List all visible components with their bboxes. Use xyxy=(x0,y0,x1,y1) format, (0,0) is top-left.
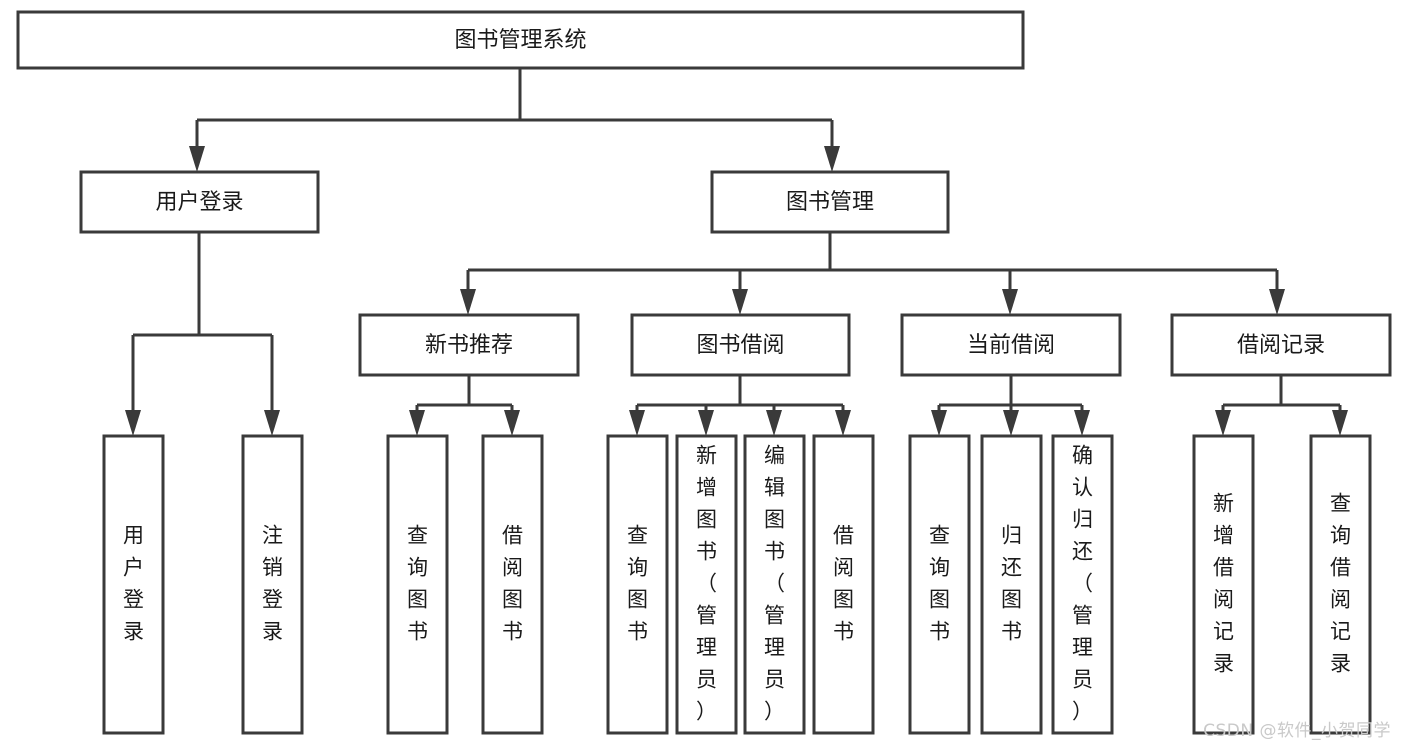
node-label: 新增借阅记录 xyxy=(1213,492,1234,676)
node-box xyxy=(675,434,738,735)
node-box xyxy=(358,313,580,377)
node-box xyxy=(1170,313,1392,377)
nodes-layer: 图书管理系统用户登录图书管理新书推荐图书借阅当前借阅借阅记录用户登录注销登录查询… xyxy=(16,10,1392,735)
node-box xyxy=(900,313,1122,377)
node-box xyxy=(1309,434,1372,735)
node-label: 借阅记录 xyxy=(1237,333,1325,358)
node-leaf-cur-query-book[interactable]: 查询图书 xyxy=(908,434,971,735)
connector-root xyxy=(189,68,840,172)
node-book-manage[interactable]: 图书管理 xyxy=(710,170,950,234)
connector-borrow-record xyxy=(1215,375,1348,436)
node-label: 借阅图书 xyxy=(502,524,523,644)
connector-book-manage xyxy=(460,232,1285,315)
connector-book-borrow xyxy=(629,375,851,436)
node-leaf-borrow-edit-book[interactable]: 编辑图书（管理员） xyxy=(743,434,806,735)
node-user-login[interactable]: 用户登录 xyxy=(79,170,320,234)
node-label: 注销登录 xyxy=(262,524,283,644)
node-label: 编辑图书（管理员） xyxy=(764,444,785,724)
node-leaf-borrow-add-book[interactable]: 新增图书（管理员） xyxy=(675,434,738,735)
node-box xyxy=(386,434,449,735)
node-box xyxy=(606,434,669,735)
node-label: 当前借阅 xyxy=(967,333,1055,358)
connectors-layer xyxy=(125,68,1348,436)
node-box xyxy=(1192,434,1255,735)
node-new-book-recommend[interactable]: 新书推荐 xyxy=(358,313,580,377)
node-box xyxy=(241,434,304,735)
node-box xyxy=(908,434,971,735)
node-box xyxy=(79,170,320,234)
node-label: 图书借阅 xyxy=(696,333,784,358)
node-label: 查询图书 xyxy=(929,524,950,644)
node-box xyxy=(812,434,875,735)
connector-current-borrow xyxy=(931,375,1090,436)
node-leaf-user-login[interactable]: 用户登录 xyxy=(102,434,165,735)
node-label: 图书管理 xyxy=(786,190,874,215)
node-box xyxy=(102,434,165,735)
node-box xyxy=(1051,434,1114,735)
node-leaf-borrow-query-book[interactable]: 查询图书 xyxy=(606,434,669,735)
node-root[interactable]: 图书管理系统 xyxy=(16,10,1025,70)
node-box xyxy=(481,434,544,735)
connector-user-login xyxy=(125,232,280,436)
node-leaf-cur-confirm-return[interactable]: 确认归还（管理员） xyxy=(1051,434,1114,735)
node-leaf-rec-query-record[interactable]: 查询借阅记录 xyxy=(1309,434,1372,735)
node-leaf-rec-borrow-book[interactable]: 借阅图书 xyxy=(481,434,544,735)
connector-new-book-recommend xyxy=(409,375,520,436)
node-label: 查询图书 xyxy=(627,524,648,644)
node-label: 用户登录 xyxy=(155,190,243,215)
node-label: 图书管理系统 xyxy=(454,28,586,53)
node-box xyxy=(980,434,1043,735)
node-label: 用户登录 xyxy=(123,524,144,644)
node-label: 查询图书 xyxy=(407,524,428,644)
node-box xyxy=(710,170,950,234)
node-leaf-borrow-lend-book[interactable]: 借阅图书 xyxy=(812,434,875,735)
node-label: 归还图书 xyxy=(1001,524,1022,644)
node-current-borrow[interactable]: 当前借阅 xyxy=(900,313,1122,377)
node-box xyxy=(630,313,851,377)
node-label: 借阅图书 xyxy=(833,524,854,644)
node-leaf-cur-return-book[interactable]: 归还图书 xyxy=(980,434,1043,735)
node-label: 新增图书（管理员） xyxy=(696,444,717,724)
node-label: 查询借阅记录 xyxy=(1330,492,1351,676)
node-leaf-user-logout[interactable]: 注销登录 xyxy=(241,434,304,735)
node-leaf-rec-add-record[interactable]: 新增借阅记录 xyxy=(1192,434,1255,735)
node-borrow-record[interactable]: 借阅记录 xyxy=(1170,313,1392,377)
node-box xyxy=(16,10,1025,70)
node-box xyxy=(743,434,806,735)
node-label: 新书推荐 xyxy=(425,333,513,358)
node-label: 确认归还（管理员） xyxy=(1072,444,1093,724)
node-leaf-rec-query-book[interactable]: 查询图书 xyxy=(386,434,449,735)
node-book-borrow[interactable]: 图书借阅 xyxy=(630,313,851,377)
